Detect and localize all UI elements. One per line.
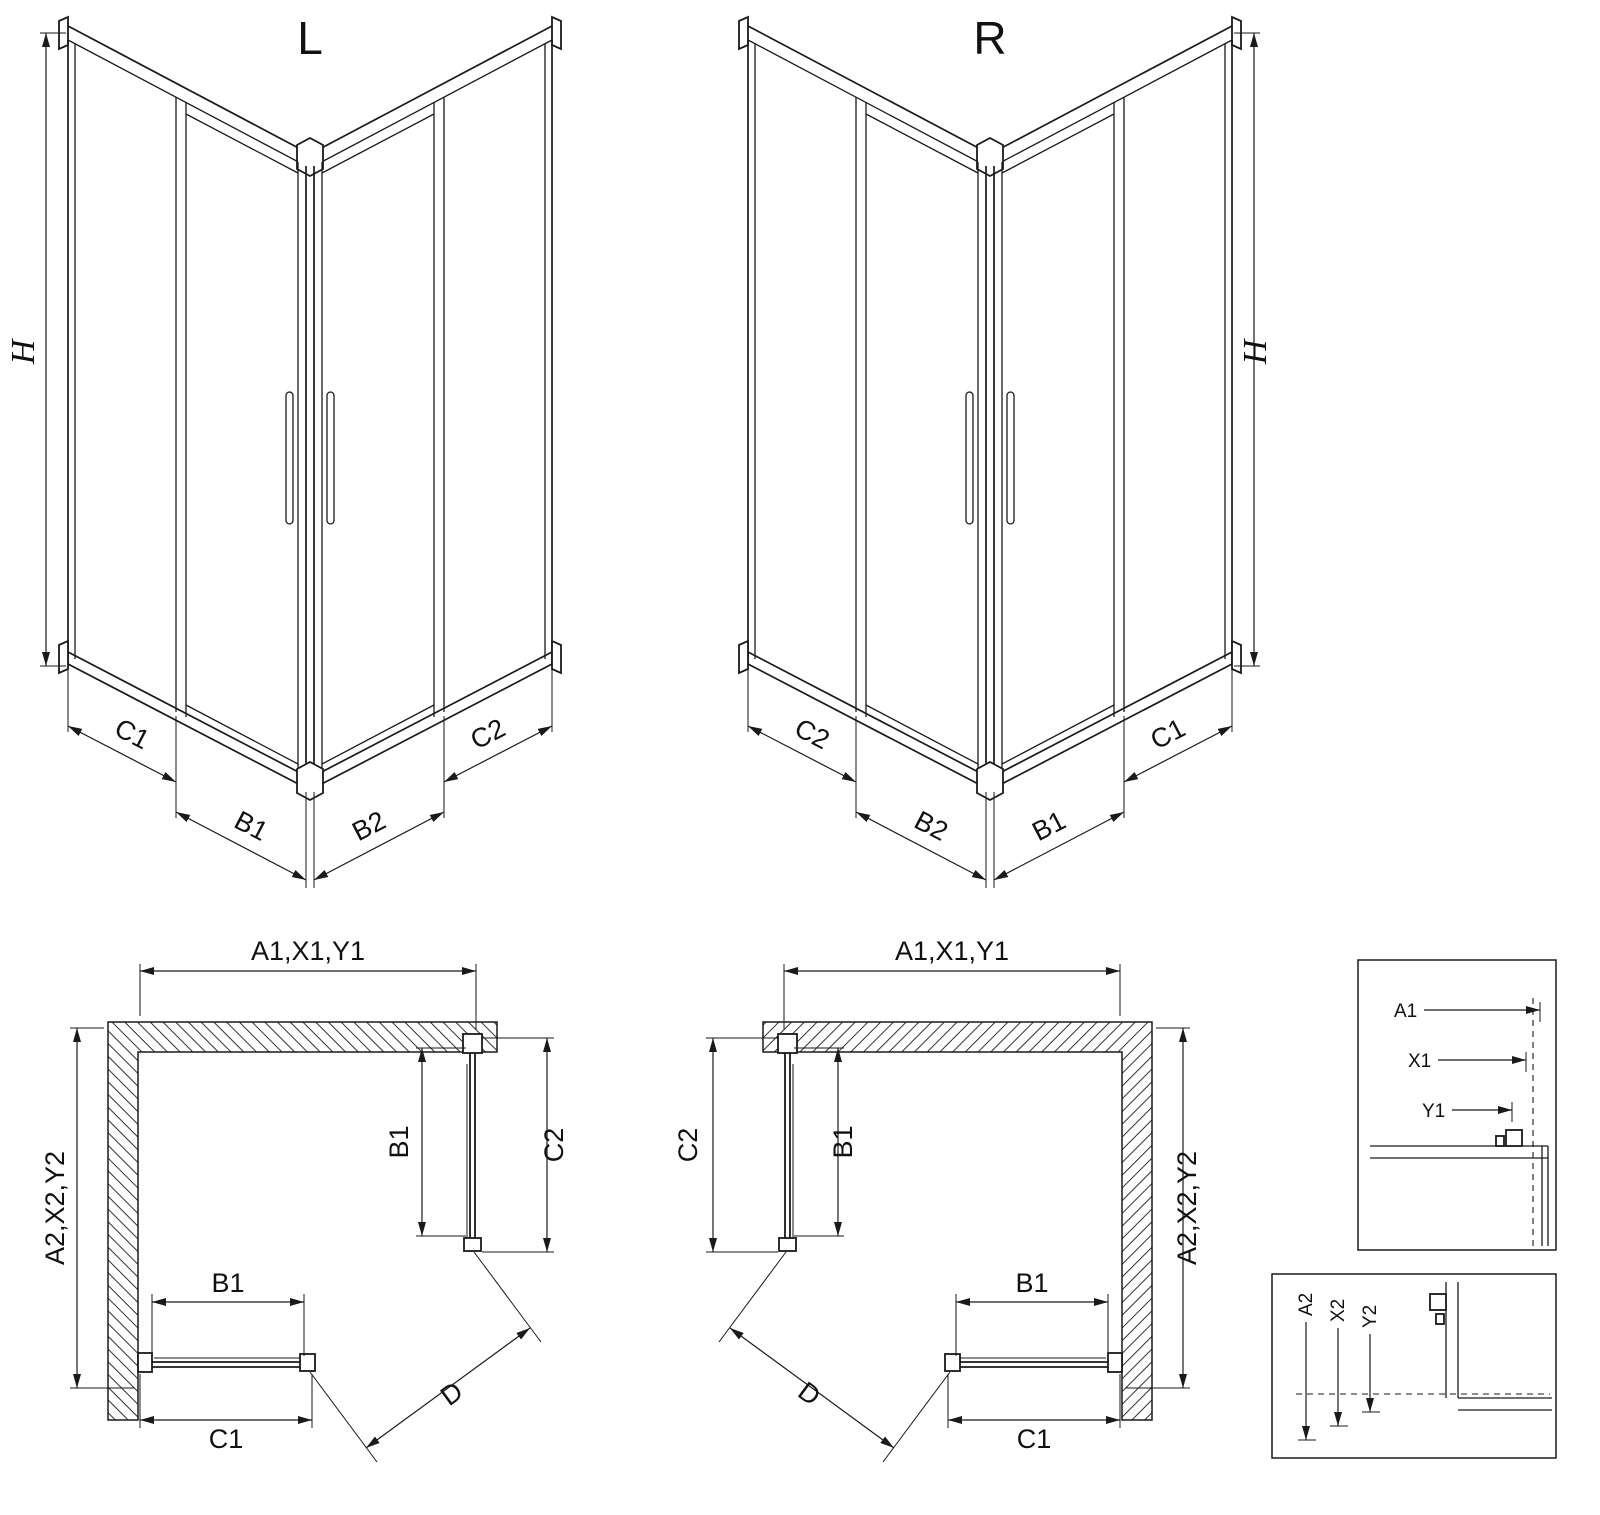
plan-right-labels: A1,X1,Y1 A2,X2,Y2 B1 C2 B1 C1 D bbox=[673, 936, 1202, 1454]
dim-label-c2: C2 bbox=[673, 1128, 703, 1163]
iso-right-geometry bbox=[739, 17, 1260, 888]
dim-label-b1: B1 bbox=[1027, 805, 1070, 847]
wall-profile bbox=[137, 1352, 153, 1373]
door-end-profile bbox=[463, 1237, 482, 1252]
door-end-profile bbox=[299, 1353, 316, 1372]
dim-label-c1: C1 bbox=[209, 1424, 244, 1454]
dim-label-b2: B2 bbox=[910, 805, 953, 847]
detail-bottom-frame bbox=[1271, 1273, 1557, 1459]
iso-right-labels: R H C2 B2 B1 C1 bbox=[790, 12, 1274, 847]
rail-end-cap bbox=[58, 639, 69, 675]
profile-section bbox=[1505, 1129, 1523, 1147]
dim-label-c2: C2 bbox=[790, 713, 834, 756]
dim-label-d: D bbox=[793, 1376, 826, 1412]
dim-label-c1: C1 bbox=[1146, 713, 1190, 756]
dim-label-b1: B1 bbox=[828, 1125, 858, 1158]
wall-profile bbox=[462, 1033, 483, 1054]
detail-bottom: A2 X2 Y2 bbox=[1271, 1273, 1557, 1459]
dim-label-y2: Y2 bbox=[1360, 1305, 1381, 1328]
detail-top: A1 X1 Y1 bbox=[1357, 959, 1557, 1251]
rail-end-cap bbox=[551, 15, 562, 51]
iso-left-geometry bbox=[40, 15, 562, 888]
corner-top-cap bbox=[296, 136, 324, 178]
dim-label-c1: C1 bbox=[1017, 1424, 1052, 1454]
dim-label-a2x2y2: A2,X2,Y2 bbox=[1172, 1151, 1202, 1265]
dim-label-b1: B1 bbox=[1015, 1268, 1048, 1298]
iso-right-title: R bbox=[973, 12, 1006, 64]
dim-label-d: D bbox=[435, 1376, 468, 1412]
detail-top-frame bbox=[1357, 959, 1557, 1251]
iso-left-title: L bbox=[297, 12, 323, 64]
wall-hatch bbox=[107, 1021, 498, 1421]
dim-label-a1x1y1: A1,X1,Y1 bbox=[251, 936, 365, 966]
dim-label-a2: A2 bbox=[1296, 1293, 1317, 1316]
dim-label-a2x2y2: A2,X2,Y2 bbox=[40, 1151, 70, 1265]
plan-left-geometry bbox=[70, 964, 554, 1463]
dim-label-b1: B1 bbox=[211, 1268, 244, 1298]
profile-section bbox=[1429, 1293, 1447, 1311]
dim-label-x1: X1 bbox=[1408, 1051, 1431, 1072]
dim-label-y1: Y1 bbox=[1422, 1101, 1445, 1122]
dim-label-h: H bbox=[1237, 337, 1274, 365]
door-handle bbox=[326, 391, 335, 525]
dim-label-c1: C1 bbox=[110, 713, 154, 756]
plan-right-geometry bbox=[706, 964, 1190, 1462]
rail-end-cap bbox=[551, 639, 562, 675]
profile-section bbox=[1435, 1313, 1445, 1325]
dim-label-b1: B1 bbox=[384, 1125, 414, 1158]
dim-label-b1: B1 bbox=[230, 805, 273, 847]
corner-bottom-cap bbox=[296, 760, 324, 802]
dim-label-c2: C2 bbox=[466, 713, 510, 756]
dim-label-a1: A1 bbox=[1394, 1001, 1417, 1022]
dim-label-x2: X2 bbox=[1328, 1299, 1349, 1322]
dim-label-b2: B2 bbox=[347, 805, 390, 847]
dim-label-h: H bbox=[5, 337, 42, 365]
door-handle bbox=[285, 391, 294, 525]
dim-label-c2: C2 bbox=[539, 1128, 569, 1163]
dim-label-a1x1y1: A1,X1,Y1 bbox=[895, 936, 1009, 966]
profile-section bbox=[1495, 1135, 1505, 1147]
